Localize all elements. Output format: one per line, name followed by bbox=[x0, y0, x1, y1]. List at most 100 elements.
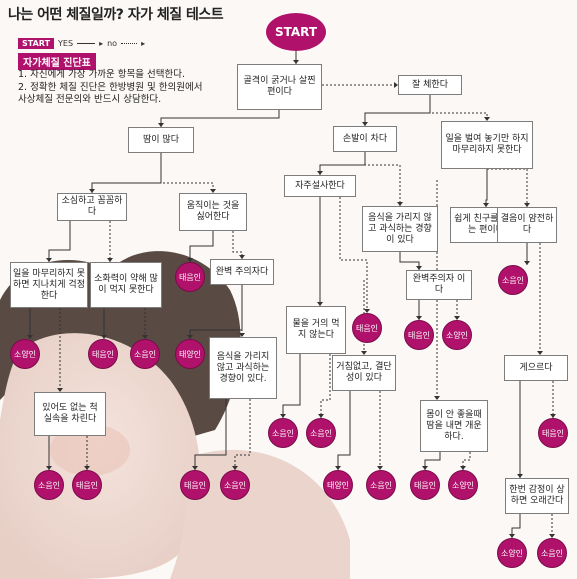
connector-yes bbox=[485, 169, 488, 207]
node-cold-sweat: 몸이 안 좋을때 땀을 내면 개운하다. bbox=[420, 400, 488, 452]
page-title: 나는 어떤 체질일까? 자가 체질 테스트 bbox=[8, 7, 224, 23]
connector-yes bbox=[91, 153, 162, 193]
result-taeyangin: 태양인 bbox=[175, 339, 205, 369]
node-timid: 소심하고 꼼꼼하다 bbox=[57, 193, 127, 221]
connector-no bbox=[487, 168, 528, 207]
node-perfect-a: 완벽 주의자다 bbox=[210, 259, 274, 285]
arrowhead-icon bbox=[158, 123, 164, 127]
arrowhead-icon bbox=[89, 189, 95, 193]
arrowhead-icon bbox=[84, 466, 90, 470]
arrowhead-icon bbox=[232, 466, 238, 470]
arrowhead-icon bbox=[187, 335, 193, 339]
node-sweat: 땀이 많다 bbox=[128, 127, 194, 153]
result-soeumin: 소음인 bbox=[306, 418, 336, 448]
result-taeeumin: 태음인 bbox=[175, 262, 205, 292]
arrowhead-icon bbox=[362, 122, 368, 126]
arrowhead-icon bbox=[394, 82, 398, 88]
connector-no bbox=[232, 231, 243, 259]
arrowhead-icon bbox=[239, 255, 245, 259]
result-soyangin: 소양인 bbox=[497, 538, 527, 568]
arrowhead-icon bbox=[317, 302, 323, 306]
arrowhead-icon bbox=[509, 534, 515, 538]
arrowhead-icon bbox=[210, 189, 216, 193]
result-soeumin: 소음인 bbox=[366, 470, 396, 500]
connector-no bbox=[320, 354, 331, 418]
result-taeeumin: 태음인 bbox=[404, 320, 434, 350]
arrowhead-icon bbox=[524, 261, 530, 265]
node-diarrhea: 자주설사한다 bbox=[284, 175, 356, 197]
start-bubble: START bbox=[266, 13, 326, 51]
result-soyangin: 소양인 bbox=[448, 470, 478, 500]
arrowhead-icon bbox=[142, 335, 148, 339]
arrowhead-icon bbox=[550, 414, 556, 418]
arrowhead-icon bbox=[57, 388, 63, 392]
arrowhead-icon bbox=[280, 414, 286, 418]
arrow-right-icon: ▸ bbox=[99, 39, 104, 48]
node-anger: 한번 감정이 상하면 오래간다 bbox=[505, 478, 569, 514]
cheek-shape bbox=[50, 424, 130, 476]
result-taeeumin: 태음인 bbox=[72, 470, 102, 500]
connector-no bbox=[462, 452, 471, 470]
arrowhead-icon bbox=[483, 203, 489, 207]
arrow-right-icon: ▸ bbox=[141, 39, 146, 48]
node-cold-hands: 손발이 차다 bbox=[333, 126, 397, 152]
arrowhead-icon bbox=[46, 466, 52, 470]
node-work-spread: 일을 벌여 놓기만 하지 마무리하지 못한다 bbox=[441, 121, 533, 169]
arrowhead-icon bbox=[361, 351, 367, 355]
connector-no bbox=[429, 95, 488, 121]
connector-no bbox=[234, 399, 251, 470]
result-taeeumin: 태음인 bbox=[88, 339, 118, 369]
legend-dotted-line bbox=[121, 43, 138, 44]
node-eat-well: 잘 체한다 bbox=[398, 75, 462, 95]
arrowhead-icon bbox=[422, 466, 428, 470]
arrowhead-icon bbox=[46, 258, 52, 262]
node-bone: 골격이 굵거나 살찐 편이다 bbox=[237, 64, 322, 110]
result-soeumin: 소음인 bbox=[130, 339, 160, 369]
arrowhead-icon bbox=[397, 202, 403, 206]
arrowhead-icon bbox=[434, 396, 440, 400]
arrowhead-icon bbox=[524, 203, 530, 207]
connector-no bbox=[160, 153, 214, 193]
result-taeeumin: 태음인 bbox=[180, 470, 210, 500]
arrowhead-icon bbox=[549, 534, 555, 538]
result-taeeumin: 태음인 bbox=[352, 313, 382, 343]
result-soeumin: 소음인 bbox=[498, 265, 528, 295]
connector-yes bbox=[399, 252, 420, 270]
node-picky-a: 음식을 가리지 않고 과식하는 경향이 있다 bbox=[362, 206, 438, 252]
result-soyangin: 소양인 bbox=[442, 320, 472, 350]
arrowhead-icon bbox=[416, 316, 422, 320]
connector-yes bbox=[319, 152, 366, 175]
node-move-dislike: 움직이는 것을 싫어한다 bbox=[179, 193, 247, 231]
connector-no bbox=[364, 152, 401, 206]
legend: START YES ▸ no ▸ bbox=[18, 38, 145, 49]
node-picky-b: 음식을 가리지 않고 과식하는 경향이 있다. bbox=[209, 337, 277, 399]
arrowhead-icon bbox=[416, 266, 422, 270]
connector-yes bbox=[194, 399, 227, 470]
arrowhead-icon bbox=[107, 258, 113, 262]
node-water: 물을 거의 먹지 않는다 bbox=[286, 306, 346, 354]
guide-line-3: 사상체질 전문의와 반드시 상담한다. bbox=[18, 94, 162, 105]
connector-yes bbox=[364, 95, 431, 126]
node-worry: 일을 마무리하지 못하면 지나치게 걱정한다 bbox=[10, 262, 88, 308]
arrowhead-icon bbox=[454, 316, 460, 320]
connector-no bbox=[339, 197, 368, 313]
guide-title: 자가체질 진단표 bbox=[18, 53, 96, 70]
arrowhead-icon bbox=[239, 333, 245, 337]
arrowhead-icon bbox=[517, 474, 523, 478]
legend-solid-line bbox=[77, 43, 96, 44]
connector-yes bbox=[337, 391, 351, 470]
result-soeumin: 소음인 bbox=[220, 470, 250, 500]
guide-line-2: 2. 정확한 체질 진단은 한방병원 및 한의원에서 bbox=[18, 82, 203, 93]
node-digest: 소화력이 약해 많이 먹지 못한다 bbox=[90, 262, 162, 308]
connector-yes bbox=[189, 285, 243, 339]
arrowhead-icon bbox=[460, 466, 466, 470]
arrowhead-icon bbox=[484, 117, 490, 121]
arrowhead-icon bbox=[335, 466, 341, 470]
arrowhead-icon bbox=[537, 351, 543, 355]
connector-yes bbox=[48, 221, 71, 262]
arrowhead-icon bbox=[293, 60, 299, 64]
node-mistake: 있어도 없는 척 실속을 차린다 bbox=[34, 392, 106, 436]
connector-yes bbox=[511, 514, 521, 538]
legend-start-tag: START bbox=[18, 38, 55, 49]
